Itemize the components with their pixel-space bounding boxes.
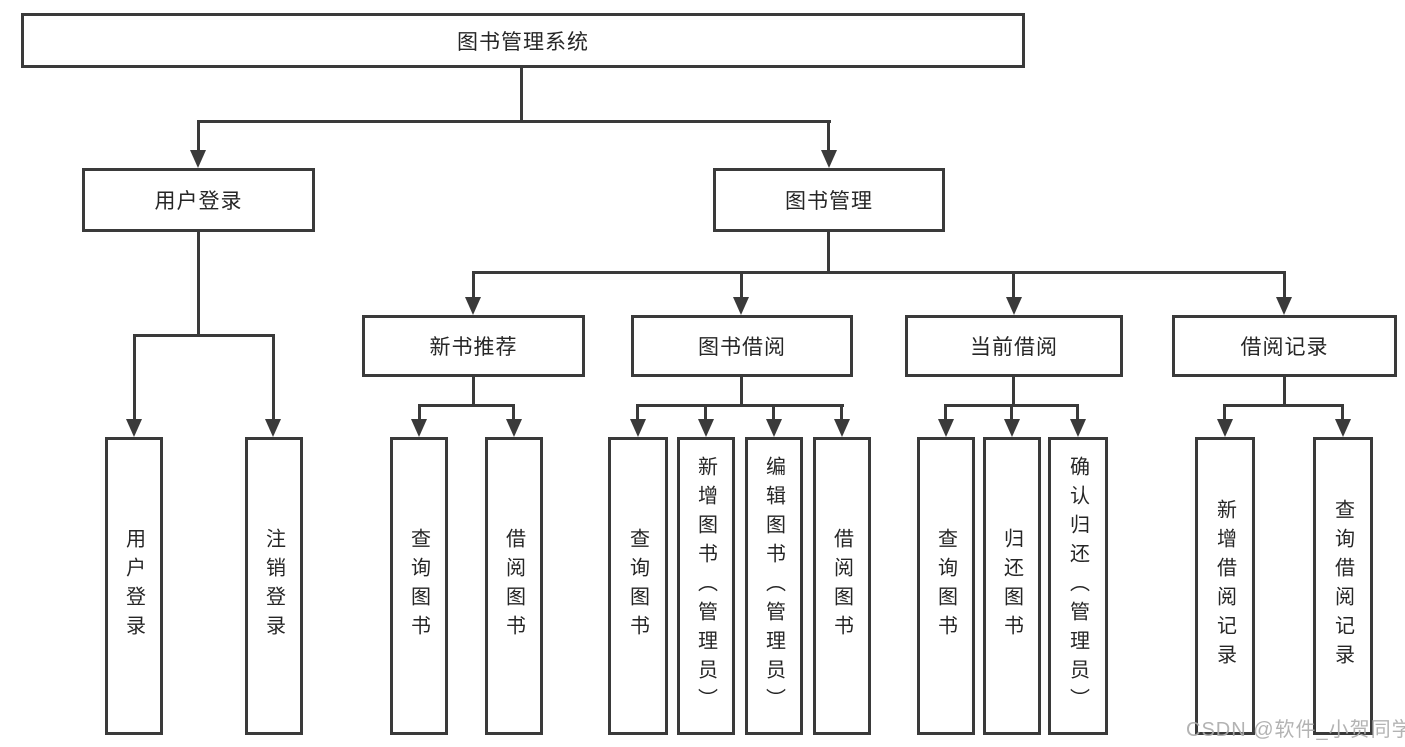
arrow-leaf-user-login bbox=[126, 419, 142, 437]
leaf-query-books-recommend-label: 查询图书 bbox=[407, 528, 430, 644]
edge-drop-book-management bbox=[827, 120, 830, 152]
leaf-add-book-admin: 新增图书（管理员） bbox=[677, 437, 735, 735]
edge-drop-leaf-logout bbox=[272, 334, 275, 421]
node-book-borrow-label: 图书借阅 bbox=[698, 336, 786, 359]
edge-records-bar bbox=[1224, 404, 1344, 407]
arrow-query-books-recommend bbox=[411, 419, 427, 437]
edge-drop-query-borrow-record bbox=[1341, 404, 1344, 421]
leaf-query-borrow-record: 查询借阅记录 bbox=[1313, 437, 1373, 735]
leaf-logout-label: 注销登录 bbox=[262, 528, 285, 644]
arrow-return-book bbox=[1004, 419, 1020, 437]
arrow-query-books-borrow bbox=[630, 419, 646, 437]
arrow-add-book bbox=[698, 419, 714, 437]
arrow-edit-book bbox=[766, 419, 782, 437]
arrow-add-borrow-record bbox=[1217, 419, 1233, 437]
arrow-leaf-logout bbox=[265, 419, 281, 437]
node-borrow-records-label: 借阅记录 bbox=[1240, 336, 1329, 359]
arrow-query-borrow-record bbox=[1335, 419, 1351, 437]
leaf-confirm-return-admin-label: 确认归还（管理员） bbox=[1066, 455, 1089, 717]
leaf-add-book-admin-label: 新增图书（管理员） bbox=[694, 455, 717, 717]
node-current-borrow: 当前借阅 bbox=[905, 315, 1123, 377]
leaf-user-login: 用户登录 bbox=[105, 437, 163, 735]
node-book-management: 图书管理 bbox=[713, 168, 945, 232]
edge-drop-add-borrow-record bbox=[1223, 404, 1226, 421]
leaf-edit-book-admin-label: 编辑图书（管理员） bbox=[762, 455, 785, 717]
node-new-book-recommend-label: 新书推荐 bbox=[429, 336, 518, 359]
edge-drop-query-books-current bbox=[944, 404, 947, 421]
arrow-new-book-recommend bbox=[465, 297, 481, 315]
edge-borrow-stem bbox=[740, 377, 743, 407]
edge-recommend-stem bbox=[472, 377, 475, 407]
leaf-borrow-books-2-label: 借阅图书 bbox=[830, 528, 853, 644]
edge-drop-book-borrow bbox=[740, 271, 743, 299]
edge-userlogin-bar bbox=[133, 334, 275, 337]
node-root: 图书管理系统 bbox=[21, 13, 1025, 68]
edge-bookmgmt-stem bbox=[827, 232, 830, 274]
edge-root-bar bbox=[197, 120, 831, 123]
leaf-return-book-label: 归还图书 bbox=[1000, 528, 1023, 644]
edge-drop-add-book bbox=[704, 404, 707, 421]
csdn-watermark: CSDN @软件_小贺同学 bbox=[1186, 719, 1405, 741]
node-book-management-label: 图书管理 bbox=[785, 190, 873, 213]
arrow-user-login bbox=[190, 150, 206, 168]
node-root-label: 图书管理系统 bbox=[457, 30, 589, 54]
edge-root-stem bbox=[520, 68, 523, 122]
leaf-confirm-return-admin: 确认归还（管理员） bbox=[1048, 437, 1108, 735]
leaf-borrow-books-2: 借阅图书 bbox=[813, 437, 871, 735]
edge-drop-query-books-borrow bbox=[636, 404, 639, 421]
edge-userlogin-stem bbox=[197, 232, 200, 337]
leaf-borrow-books-recommend: 借阅图书 bbox=[485, 437, 543, 735]
leaf-query-books-current-label: 查询图书 bbox=[934, 528, 957, 644]
leaf-query-books-borrow: 查询图书 bbox=[608, 437, 668, 735]
leaf-query-books-current: 查询图书 bbox=[917, 437, 975, 735]
edge-borrow-bar bbox=[637, 404, 844, 407]
edge-drop-borrow-books-2 bbox=[840, 404, 843, 421]
leaf-logout: 注销登录 bbox=[245, 437, 303, 735]
edge-drop-borrow-records bbox=[1283, 271, 1286, 299]
leaf-query-books-recommend: 查询图书 bbox=[390, 437, 448, 735]
node-user-login: 用户登录 bbox=[82, 168, 315, 232]
node-borrow-records: 借阅记录 bbox=[1172, 315, 1397, 377]
leaf-borrow-books-recommend-label: 借阅图书 bbox=[502, 528, 525, 644]
edge-bookmgmt-bar bbox=[472, 271, 1286, 274]
arrow-query-books-current bbox=[938, 419, 954, 437]
edge-drop-borrow-books-recommend bbox=[512, 404, 515, 421]
arrow-book-borrow bbox=[733, 297, 749, 315]
leaf-user-login-label: 用户登录 bbox=[122, 528, 145, 644]
edge-drop-user-login bbox=[197, 120, 200, 152]
leaf-return-book: 归还图书 bbox=[983, 437, 1041, 735]
arrow-borrow-books-2 bbox=[834, 419, 850, 437]
arrow-book-management bbox=[821, 150, 837, 168]
edge-drop-new-book-recommend bbox=[472, 271, 475, 299]
arrow-confirm-return bbox=[1070, 419, 1086, 437]
edge-drop-return-book bbox=[1010, 404, 1013, 421]
arrow-borrow-books-recommend bbox=[506, 419, 522, 437]
leaf-add-borrow-record-label: 新增借阅记录 bbox=[1213, 499, 1236, 673]
node-book-borrow: 图书借阅 bbox=[631, 315, 853, 377]
leaf-add-borrow-record: 新增借阅记录 bbox=[1195, 437, 1255, 735]
edge-drop-query-books-recommend bbox=[418, 404, 421, 421]
edge-drop-leaf-user-login bbox=[133, 334, 136, 421]
edge-drop-confirm-return bbox=[1076, 404, 1079, 421]
leaf-query-books-borrow-label: 查询图书 bbox=[626, 528, 649, 644]
leaf-query-borrow-record-label: 查询借阅记录 bbox=[1331, 499, 1354, 673]
arrow-borrow-records bbox=[1276, 297, 1292, 315]
edge-drop-edit-book bbox=[772, 404, 775, 421]
node-user-login-label: 用户登录 bbox=[154, 190, 243, 213]
node-current-borrow-label: 当前借阅 bbox=[970, 336, 1058, 359]
node-new-book-recommend: 新书推荐 bbox=[362, 315, 585, 377]
arrow-current-borrow bbox=[1006, 297, 1022, 315]
edge-records-stem bbox=[1283, 377, 1286, 407]
edge-recommend-bar bbox=[418, 404, 515, 407]
edge-current-stem bbox=[1012, 377, 1015, 407]
edge-drop-current-borrow bbox=[1012, 271, 1015, 299]
leaf-edit-book-admin: 编辑图书（管理员） bbox=[745, 437, 803, 735]
